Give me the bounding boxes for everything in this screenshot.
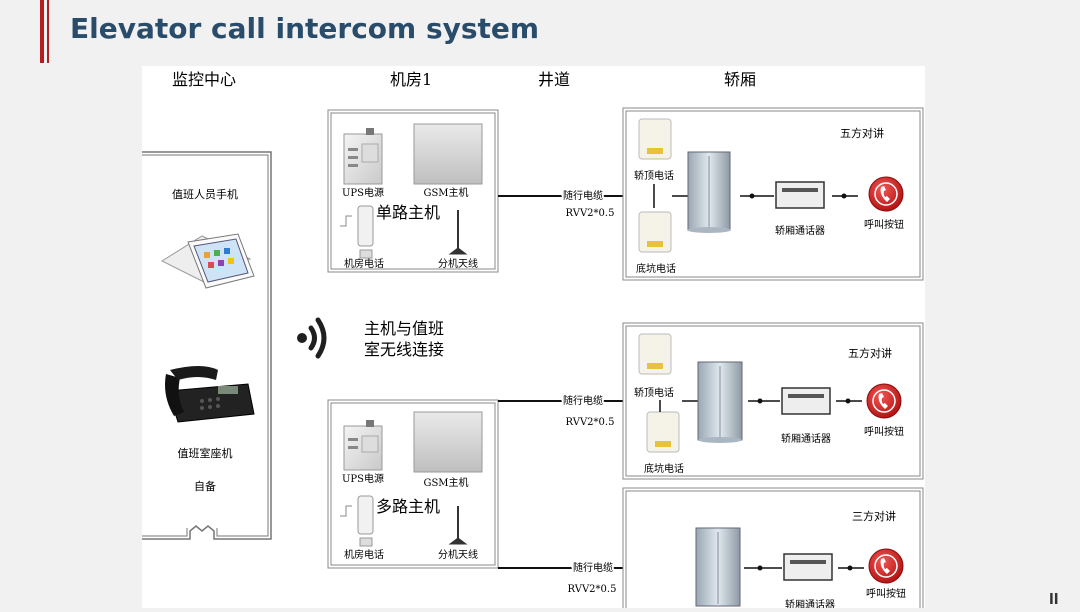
pit-phone-label-2: 底坑电话 (644, 462, 684, 475)
car-communicator-icon-3 (783, 553, 833, 581)
mode-label-3: 三方对讲 (852, 509, 896, 523)
diagram-svg: 监控中心 机房1 井道 轿厢 值班人员手机 值班室座机 自备 (142, 70, 924, 612)
wifi-signal-icon (297, 317, 327, 359)
room-phone-label-1: 机房电话 (344, 257, 384, 270)
antenna-label-2: 分机天线 (438, 548, 478, 561)
antenna-icon (448, 210, 468, 255)
car-box-1: 五方对讲 轿顶电话 底坑电话 轿厢通话器 呼叫按钮 (622, 107, 924, 281)
call-button-label-2: 呼叫按钮 (864, 425, 904, 438)
room-phone-label-2: 机房电话 (344, 548, 384, 561)
car-comm-label-1: 轿厢通话器 (775, 224, 825, 237)
car-comm-label-2: 轿厢通话器 (781, 432, 831, 445)
duty-phone-label: 值班人员手机 (172, 187, 238, 201)
elevator-car-icon-2 (697, 361, 743, 443)
cable-spec-1: RVV2*0.5 (566, 208, 615, 219)
top-phone-label-1: 轿顶电话 (634, 169, 674, 182)
title-accent-bar (40, 0, 44, 63)
top-phone-icon (638, 118, 672, 160)
gsm-label-2: GSM主机 (423, 476, 468, 489)
mode-label-2: 五方对讲 (848, 346, 892, 360)
mode-label-1: 五方对讲 (840, 126, 884, 140)
elevator-car-icon (687, 151, 731, 233)
gsm-host-icon-2 (413, 411, 483, 473)
desk-phone-icon (165, 366, 255, 423)
optional-label: 自备 (194, 479, 216, 493)
pit-phone-icon-2 (646, 411, 680, 453)
top-phone-label-2: 轿顶电话 (634, 386, 674, 399)
antenna-icon-2 (448, 506, 468, 545)
gsm-host-icon (413, 123, 483, 185)
room-phone-icon-2 (340, 495, 374, 547)
column-monitor: 监控中心 (172, 70, 236, 89)
phone-button-icon (868, 176, 904, 212)
monitor-center-panel: 值班人员手机 值班室座机 自备 (142, 151, 272, 540)
phone-button-icon-2 (866, 383, 902, 419)
call-button-label-3: 呼叫按钮 (866, 587, 906, 600)
cable-line-1: 随行电缆 RVV2*0.5 (498, 187, 623, 219)
cable-label-1: 随行电缆 (563, 189, 603, 202)
machine-room-box-1: UPS电源 GSM主机 单路主机 机房电话 分机天线 (327, 109, 499, 273)
ups-label-2: UPS电源 (342, 472, 384, 485)
wireless-text-line1: 主机与值班 (364, 319, 444, 338)
machine-room-box-2: UPS电源 GSM主机 多路主机 机房电话 分机天线 (327, 399, 499, 569)
car-box-2: 五方对讲 轿顶电话 底坑电话 轿厢通话器 呼叫按钮 (622, 322, 924, 480)
cable-label-3: 随行电缆 (573, 561, 613, 574)
top-phone-icon-2 (638, 333, 672, 375)
antenna-label-1: 分机天线 (438, 257, 478, 270)
cable-spec-3: RVV2*0.5 (568, 584, 617, 595)
host-label-1: 单路主机 (376, 203, 440, 222)
phone-button-icon-3 (868, 548, 904, 584)
gsm-label-1: GSM主机 (423, 186, 468, 199)
wireless-text-line2: 室无线连接 (364, 340, 444, 359)
title-accent-bar-thin (47, 0, 49, 63)
car-communicator-icon (775, 181, 825, 209)
diagram-canvas: 监控中心 机房1 井道 轿厢 值班人员手机 值班室座机 自备 (142, 66, 925, 612)
cable-label-2: 随行电缆 (563, 394, 603, 407)
duty-room-phone-label: 值班室座机 (178, 446, 233, 460)
page-indicator-icon: ll (1049, 592, 1059, 608)
car-communicator-icon-2 (781, 387, 831, 415)
column-machine-room: 机房1 (390, 70, 432, 89)
car-comm-label-3: 轿厢通话器 (785, 598, 835, 608)
column-shaft: 井道 (538, 70, 570, 89)
column-car: 轿厢 (724, 70, 756, 89)
page-title: Elevator call intercom system (70, 12, 540, 45)
ups-icon (343, 128, 383, 185)
pit-phone-icon (638, 211, 672, 253)
ups-icon-2 (343, 420, 383, 471)
ups-label-1: UPS电源 (342, 186, 384, 199)
elevator-car-icon-3 (695, 527, 741, 607)
mobile-phone-icon (160, 233, 255, 289)
cable-line-2: 随行电缆 RVV2*0.5 (498, 392, 623, 428)
call-button-label-1: 呼叫按钮 (864, 218, 904, 231)
room-phone-icon (340, 205, 374, 259)
pit-phone-label-1: 底坑电话 (636, 262, 676, 275)
host-label-2: 多路主机 (376, 497, 440, 516)
cable-spec-2: RVV2*0.5 (566, 417, 615, 428)
car-box-3: 三方对讲 轿厢通话器 呼叫按钮 (622, 487, 924, 612)
